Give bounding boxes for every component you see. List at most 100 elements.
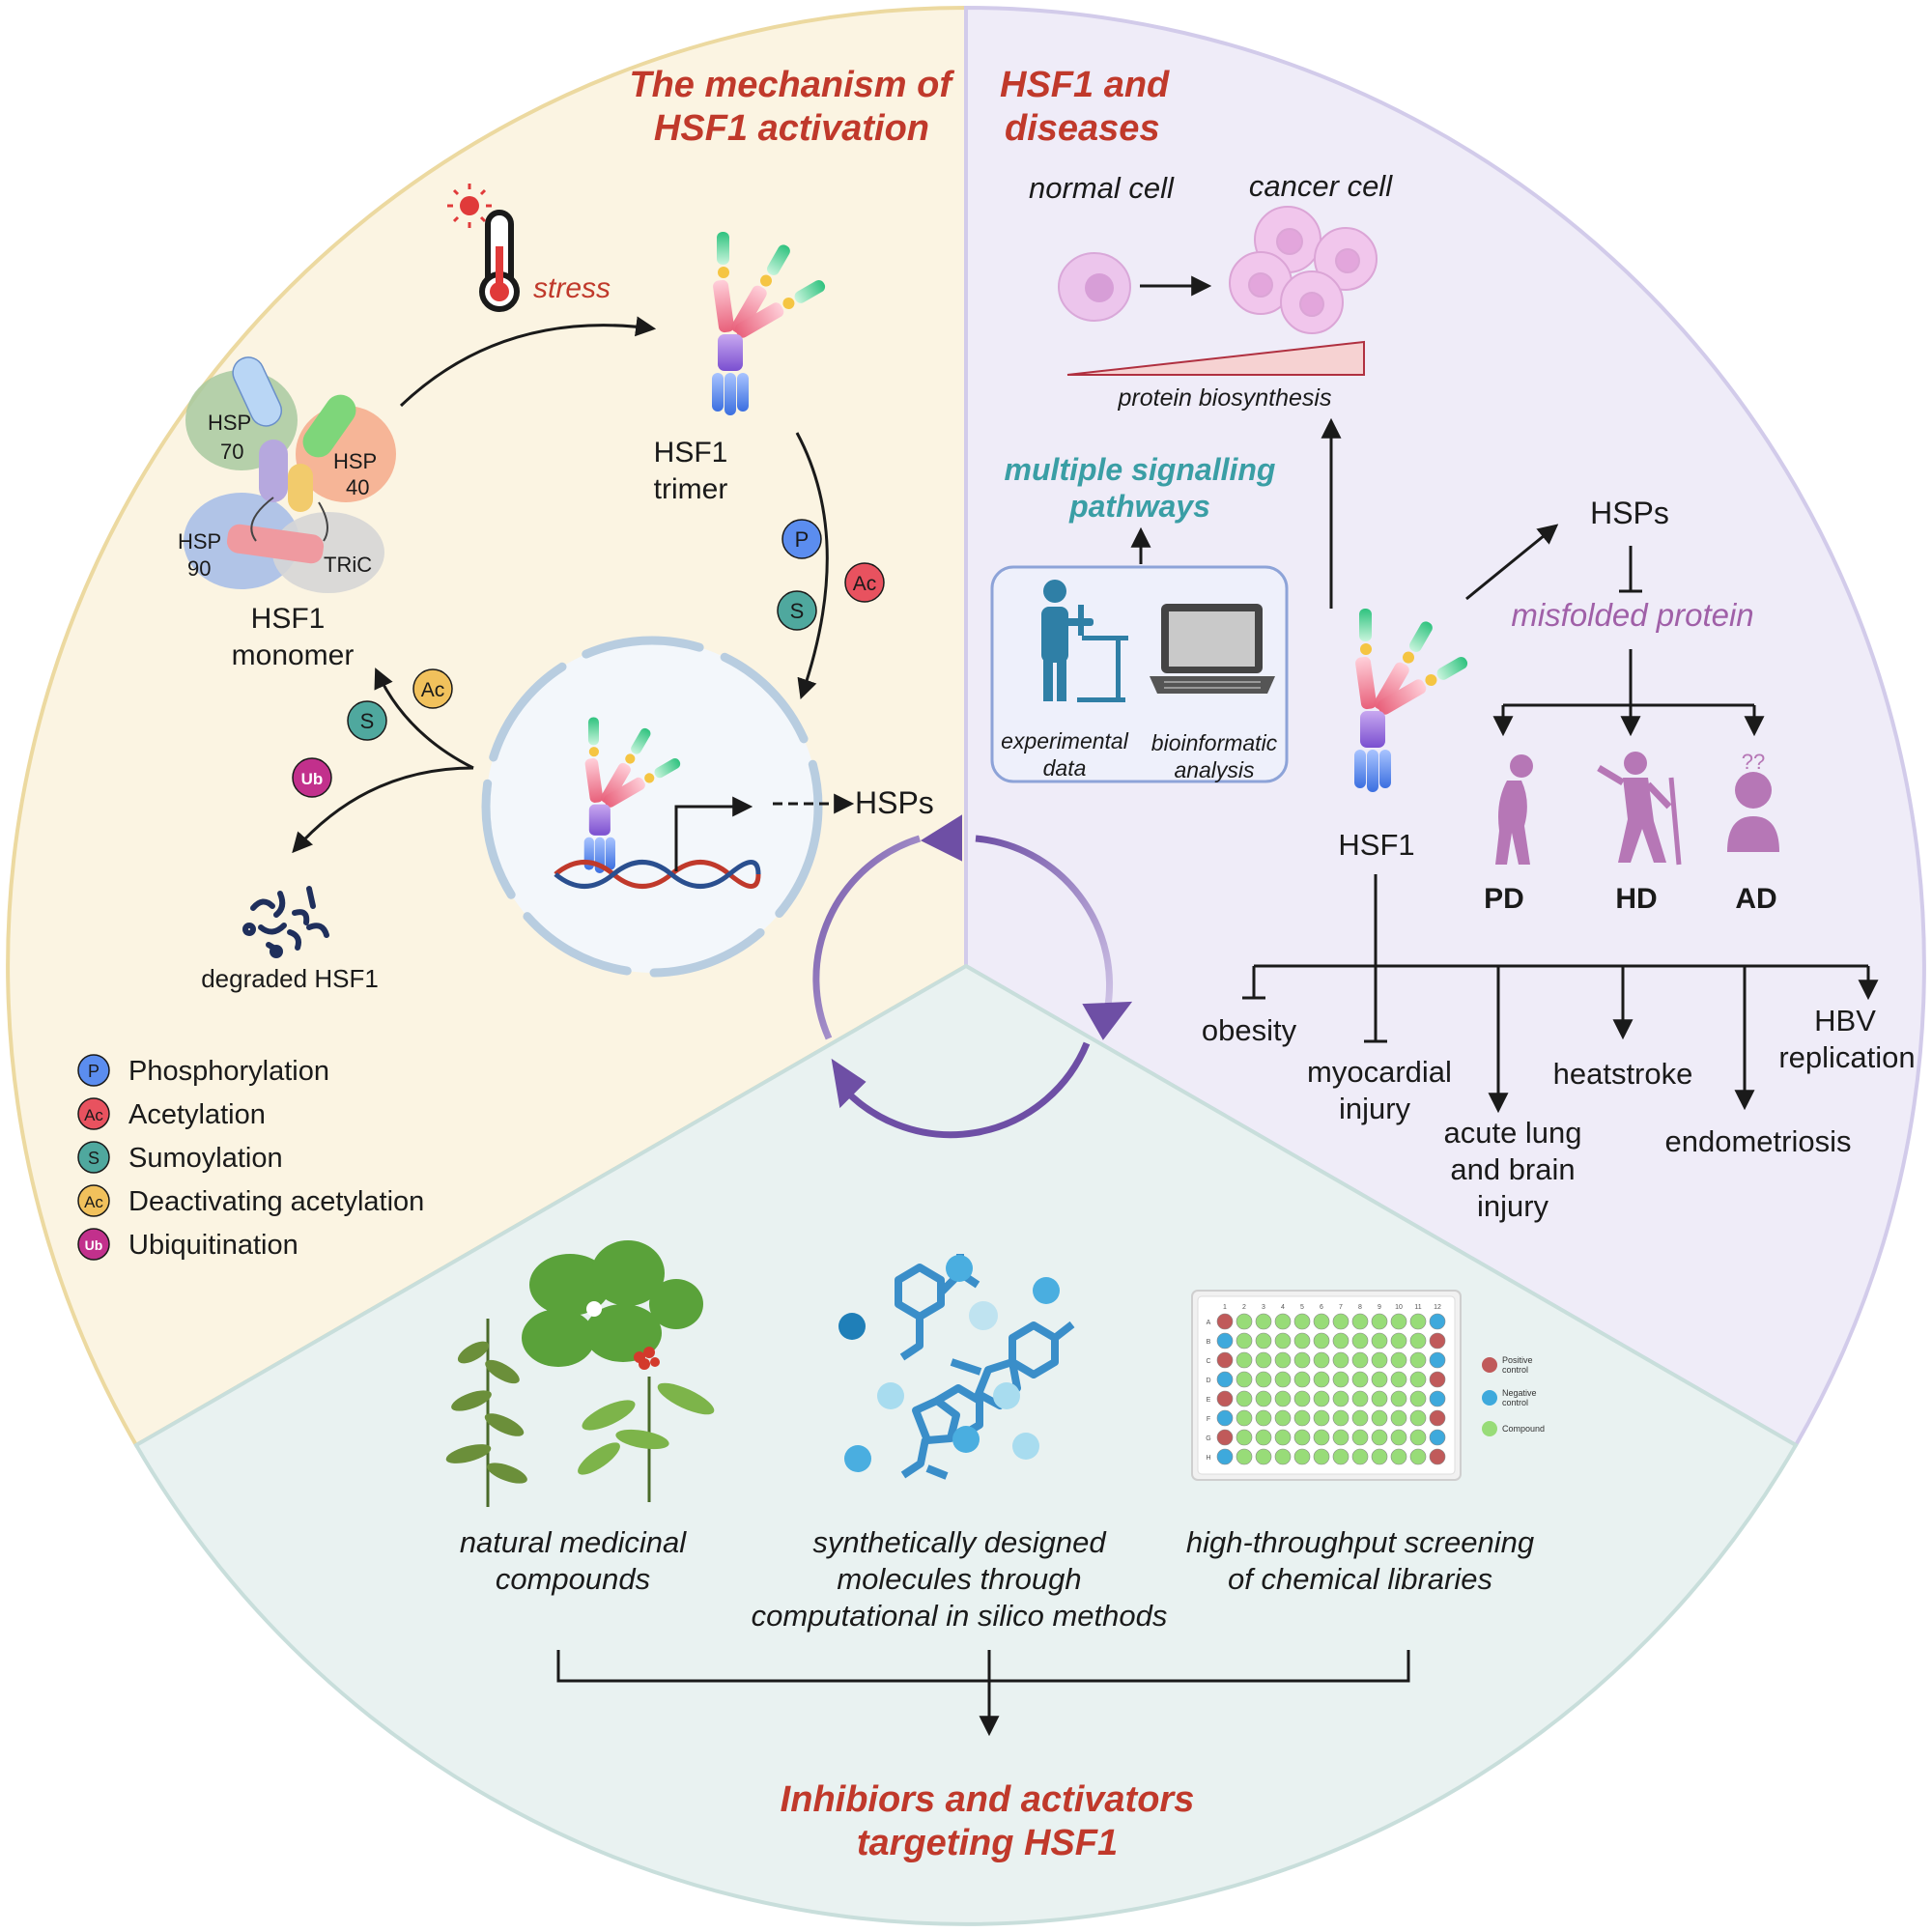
svg-text:Sumoylation: Sumoylation (128, 1143, 283, 1174)
plate-well (1409, 1332, 1427, 1350)
plate-well (1351, 1409, 1369, 1427)
hsf1-to-hsps-arrow (1465, 524, 1559, 601)
plate-well (1429, 1409, 1446, 1427)
plate-well (1274, 1448, 1292, 1465)
plate-column-label: 11 (1414, 1304, 1421, 1311)
hts-label-line1: high-throughput screening (1186, 1525, 1534, 1559)
badge-ac-deactivating: Ac (412, 668, 453, 709)
modification-legend: P Phosphorylation Ac Acetylation S Sumoy… (77, 1054, 424, 1261)
synthetic-molecules-icon (838, 1254, 1075, 1480)
synthetic-label-line1: synthetically designed (812, 1525, 1107, 1559)
degradation-arrow (292, 766, 474, 854)
heatstroke-label: heatstroke (1553, 1057, 1693, 1091)
plate-well (1409, 1313, 1427, 1330)
plate-well (1236, 1351, 1253, 1369)
plate-column-label: 8 (1358, 1304, 1362, 1311)
plate-well (1390, 1409, 1407, 1427)
mechanism-title-line2: HSF1 activation (654, 108, 929, 149)
badge-ub-degradation: Ub (292, 757, 332, 798)
trimer-to-nucleus-arrow (795, 432, 829, 699)
svg-text:Ubiquitination: Ubiquitination (128, 1230, 298, 1261)
plate-well (1332, 1448, 1350, 1465)
svg-text:Phosphorylation: Phosphorylation (128, 1056, 329, 1087)
dna-icon (554, 860, 761, 889)
plate-well (1274, 1409, 1292, 1427)
hd-patient-icon (1597, 752, 1682, 866)
natural-label-line1: natural medicinal (460, 1525, 687, 1559)
svg-text:P: P (88, 1062, 99, 1081)
plate-well (1390, 1371, 1407, 1388)
plate-well (1293, 1313, 1311, 1330)
lung-label-line3: injury (1477, 1189, 1549, 1223)
tric-label: TRiC (324, 553, 372, 577)
svg-text:Ac: Ac (421, 679, 445, 701)
normal-cell-label: normal cell (1029, 171, 1175, 205)
plate-well (1332, 1332, 1350, 1350)
hsf1-diseases-label: HSF1 (1338, 828, 1414, 862)
plate-well (1216, 1429, 1234, 1446)
inhibitors-title-line2: targeting HSF1 (857, 1823, 1118, 1863)
plate-well (1390, 1390, 1407, 1407)
myocardial-label-line1: myocardial (1307, 1055, 1452, 1089)
plate-well (1390, 1332, 1407, 1350)
plate-well (1409, 1351, 1427, 1369)
plate-column-label: 1 (1223, 1304, 1227, 1311)
stress-label: stress (533, 272, 611, 304)
thermometer-icon (447, 184, 520, 312)
hts-label-line2: of chemical libraries (1228, 1562, 1492, 1596)
plate-well (1429, 1313, 1446, 1330)
plate-well (1351, 1429, 1369, 1446)
plate-well (1236, 1371, 1253, 1388)
normal-cell-icon (1058, 252, 1131, 322)
cycle-arrows (812, 814, 1133, 1139)
svg-text:Ub: Ub (301, 770, 324, 788)
svg-text:Ac: Ac (84, 1193, 103, 1211)
inhibitors-title-line1: Inhibiors and activators (781, 1779, 1195, 1820)
legend-item-sumoylation: S Sumoylation (77, 1141, 283, 1174)
legend-positive-line1: Positive (1502, 1355, 1533, 1365)
plate-well (1293, 1448, 1311, 1465)
svg-text:??: ?? (1742, 750, 1765, 774)
plate-well (1255, 1429, 1272, 1446)
plate-well (1216, 1390, 1234, 1407)
plate-row-label: C (1206, 1358, 1210, 1365)
plate-well (1429, 1371, 1446, 1388)
plate-well (1216, 1351, 1234, 1369)
badge-p-trimer: P (781, 519, 822, 559)
bioinformatic-label-line2: analysis (1174, 757, 1255, 782)
svg-text:S: S (88, 1149, 99, 1168)
plate-well (1274, 1429, 1292, 1446)
plate-well (1351, 1390, 1369, 1407)
plate-row-label: E (1207, 1397, 1211, 1404)
plate-well (1255, 1448, 1272, 1465)
plate-column-label: 10 (1395, 1304, 1403, 1311)
plate-well (1293, 1351, 1311, 1369)
hd-label: HD (1615, 883, 1657, 915)
protein-biosynthesis-label: protein biosynthesis (1118, 384, 1332, 412)
svg-text:Ub: Ub (85, 1237, 103, 1253)
plate-well (1429, 1429, 1446, 1446)
plate-row-label: B (1207, 1339, 1211, 1346)
plate-well (1255, 1409, 1272, 1427)
plate-well (1293, 1409, 1311, 1427)
signalling-label-line2: pathways (1068, 489, 1210, 524)
signalling-label-line1: multiple signalling (1005, 452, 1276, 487)
legend-negative-line1: Negative (1502, 1388, 1537, 1398)
plate-well (1293, 1429, 1311, 1446)
synthetic-label-line2: molecules through (837, 1562, 1081, 1596)
plate-row-label: A (1207, 1320, 1211, 1326)
plate-well (1371, 1448, 1388, 1465)
plate-well (1429, 1448, 1446, 1465)
myocardial-label-line2: injury (1339, 1092, 1411, 1125)
lung-label-line2: and brain (1450, 1152, 1575, 1186)
natural-label-line2: compounds (496, 1562, 650, 1596)
plate-well (1390, 1313, 1407, 1330)
plate-well (1429, 1351, 1446, 1369)
plate-well (1313, 1332, 1330, 1350)
plate-well (1313, 1371, 1330, 1388)
biosynthesis-wedge (1066, 340, 1365, 376)
diseases-title-line1: HSF1 and (1000, 65, 1170, 105)
plate-column-label: 9 (1378, 1304, 1381, 1311)
plate-well (1313, 1390, 1330, 1407)
